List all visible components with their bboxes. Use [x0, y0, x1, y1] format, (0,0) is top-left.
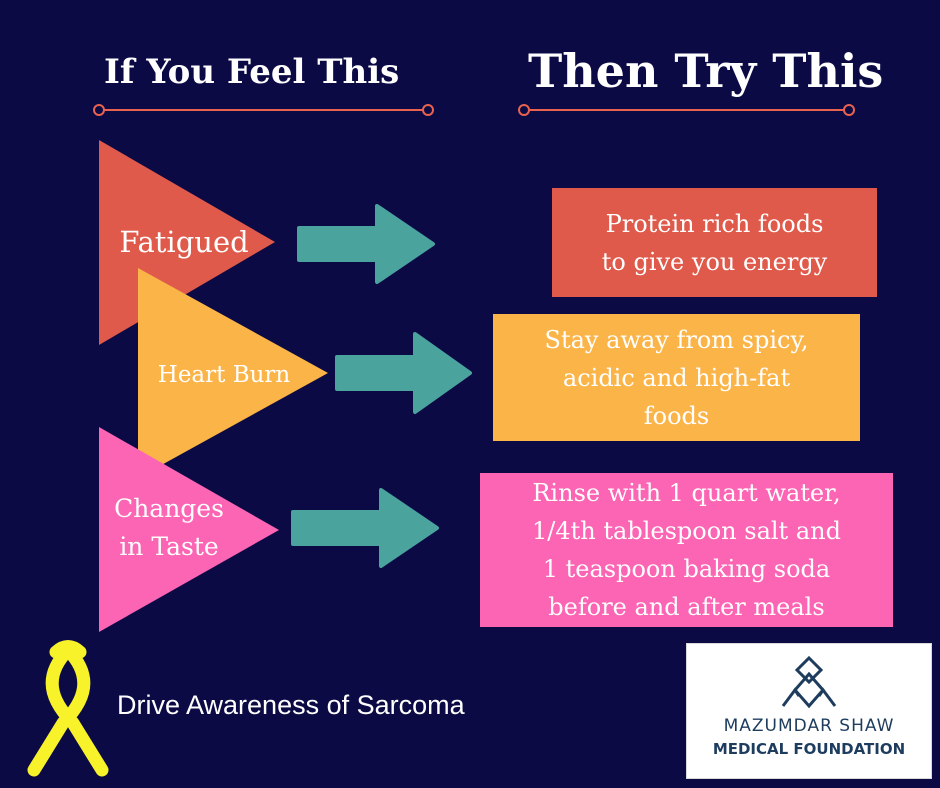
remedy-line: Protein rich foods [605, 209, 824, 238]
remedy-line: 1 teaspoon baking soda [542, 555, 831, 583]
symptom-label-heart-burn: Heart Burn [157, 362, 291, 388]
remedy-line: Rinse with 1 quart water, [532, 479, 841, 507]
foundation-logo-mark-icon [781, 656, 837, 709]
left-column-heading: If You Feel This [104, 52, 400, 92]
remedy-box-changes-in-taste: Rinse with 1 quart water, 1/4th tablespo… [480, 473, 893, 627]
remedy-line: Stay away from spicy, [544, 325, 809, 354]
symptom-label-changes-in-taste: Changes in Taste [101, 490, 237, 566]
arrow-right-icon [297, 204, 435, 284]
heart-burn-triangle [138, 268, 328, 478]
symptom-label-line: Changes [114, 494, 224, 523]
symptom-label-line: in Taste [119, 532, 219, 561]
remedy-line: foods [643, 401, 710, 430]
logo-line-1: MAZUMDAR SHAW [723, 716, 895, 736]
right-column-heading: Then Try This [528, 44, 884, 98]
right-heading-divider [518, 104, 855, 116]
logo-line-2: MEDICAL FOUNDATION [712, 740, 906, 758]
remedy-line: 1/4th tablespoon salt and [532, 517, 841, 545]
arrow-right-icon [291, 488, 439, 568]
left-heading-divider [93, 104, 434, 116]
awareness-ribbon-icon [27, 640, 109, 777]
remedy-box-fatigued: Protein rich foods to give you energy [552, 188, 877, 297]
awareness-caption: Drive Awareness of Sarcoma [117, 690, 465, 720]
remedy-box-heart-burn: Stay away from spicy, acidic and high-fa… [493, 314, 860, 441]
remedy-line: before and after meals [548, 593, 825, 621]
arrow-right-icon [335, 332, 472, 414]
remedy-line: to give you energy [601, 247, 828, 276]
foundation-logo: MAZUMDAR SHAW MEDICAL FOUNDATION [686, 643, 932, 779]
changes-in-taste-triangle [99, 427, 279, 632]
remedy-line: acidic and high-fat [562, 363, 791, 392]
symptom-label-fatigued: Fatigued [119, 225, 249, 259]
